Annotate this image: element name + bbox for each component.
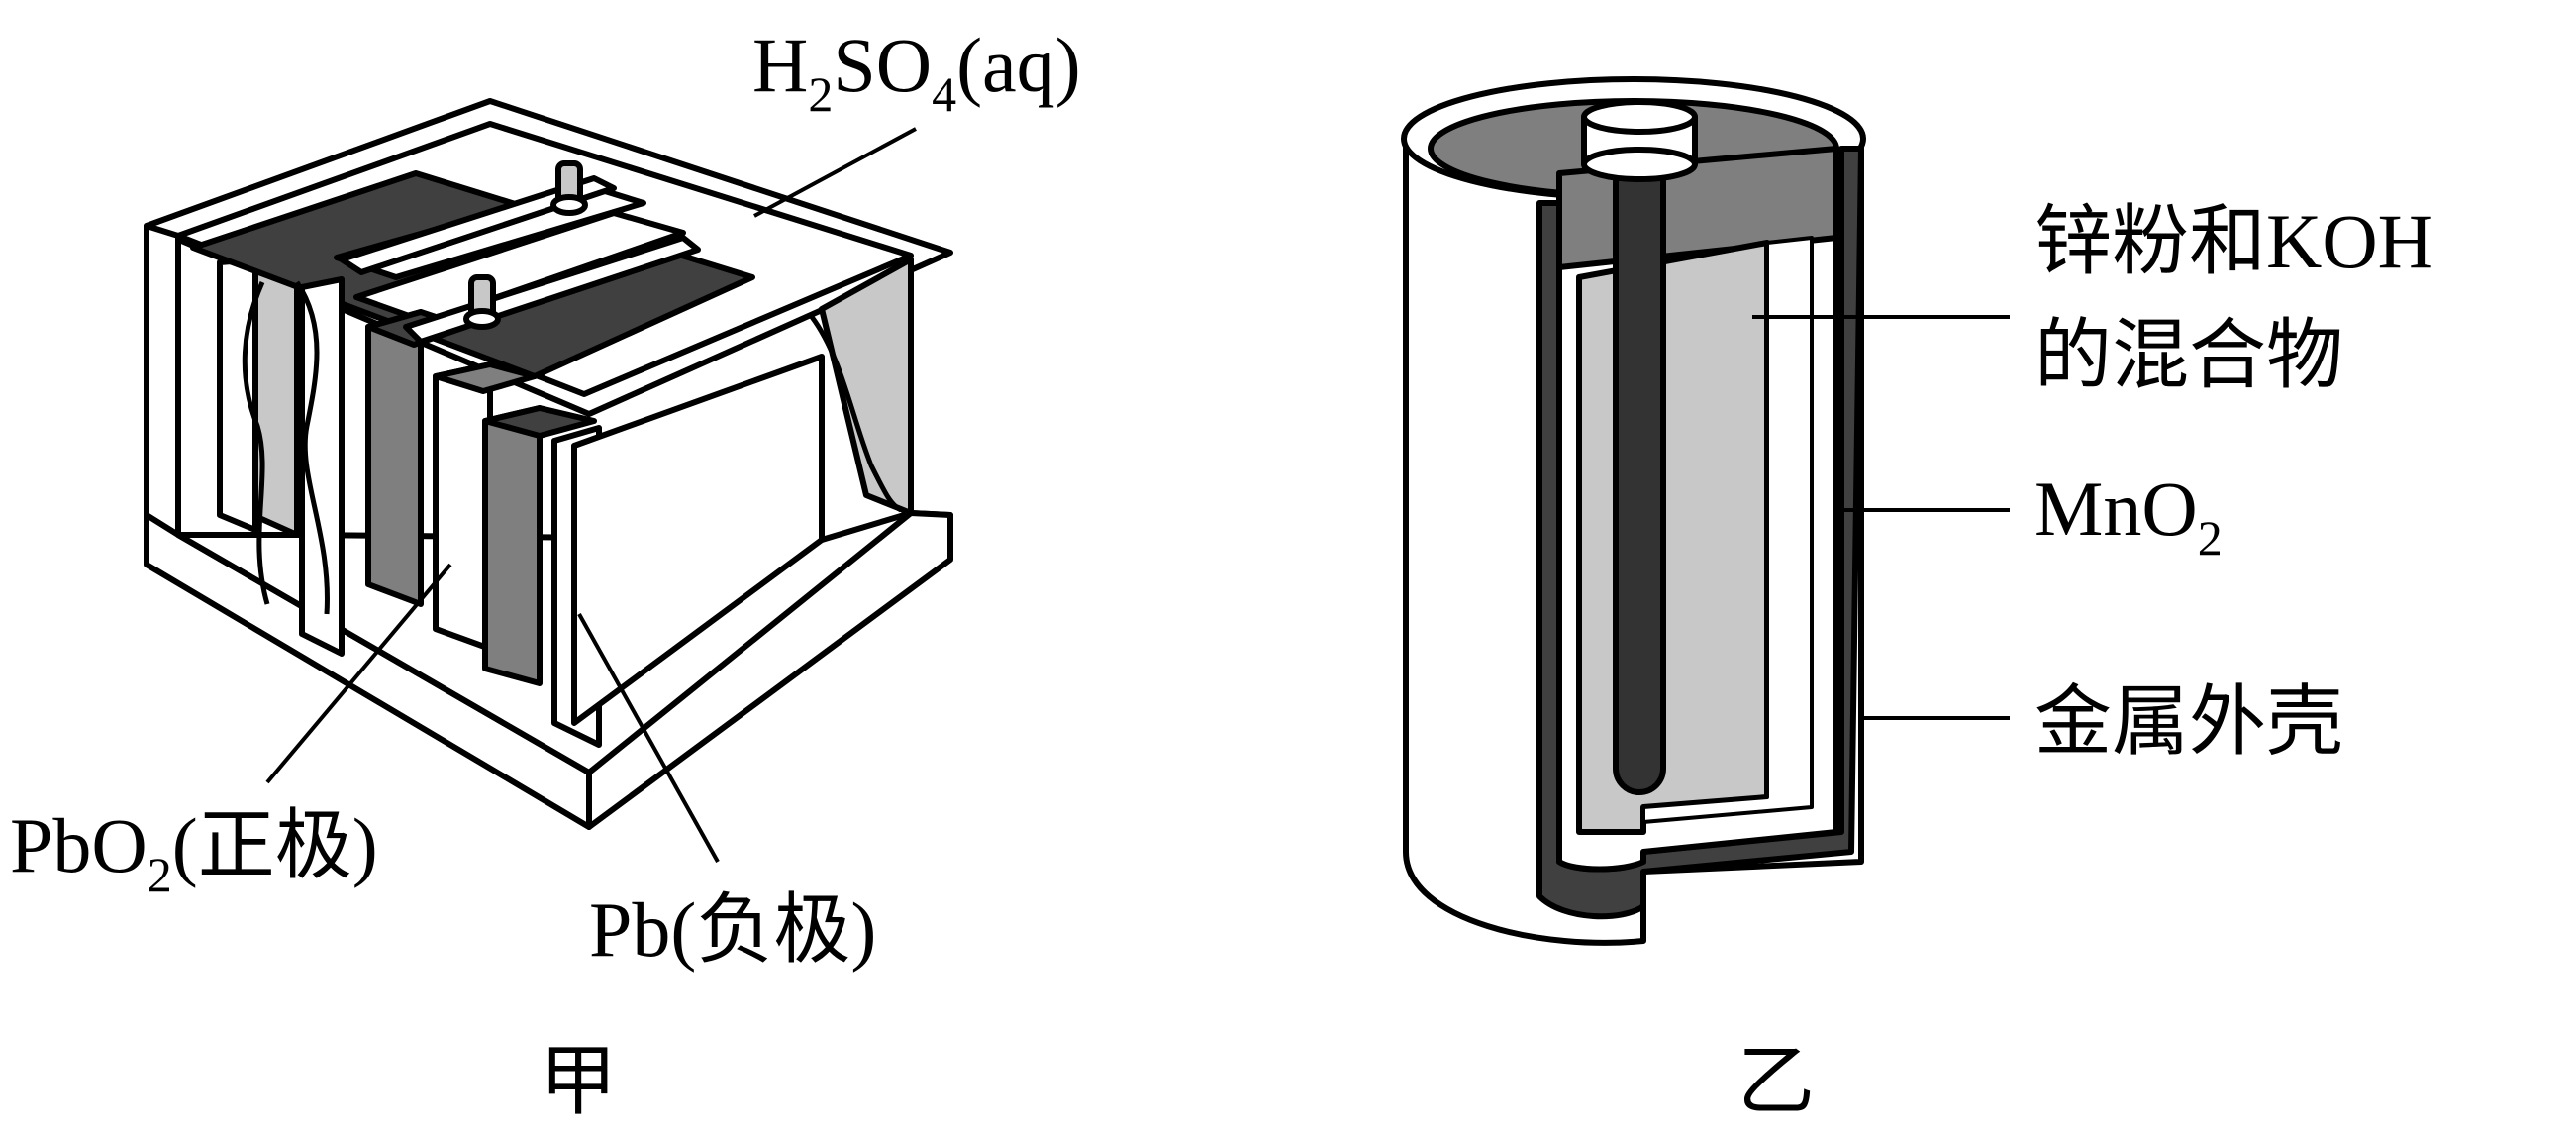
electrode-plate-1 [299, 276, 345, 657]
electrolyte-label: H2SO4(aq) [752, 22, 1081, 122]
negative-terminal [550, 160, 588, 216]
separator-layer [1641, 236, 1814, 824]
h2so4-leader-line [753, 127, 917, 218]
electrode-plate-2 [365, 309, 424, 607]
zinc-koh-mixture [1576, 240, 1770, 835]
shell-label: 金属外壳 [2034, 678, 2343, 765]
alkaline-labels: 锌粉和KOH 的混合物 MnO2 金属外壳 乙 [1737, 198, 2433, 1124]
plate-strap [339, 175, 617, 275]
electrode-plate-front [571, 354, 825, 726]
top-bar-highlight-2 [353, 210, 686, 325]
wire-left [242, 280, 270, 605]
battery-case-front-right [586, 510, 953, 830]
figure-b-caption: 乙 [1737, 1038, 1815, 1124]
electrode-plate-3 [433, 361, 493, 652]
electrode-plate-4 [482, 405, 543, 686]
battery-case-left-face [144, 223, 181, 538]
wire-left-2 [294, 280, 330, 615]
electrode-plate-3-top [433, 361, 538, 394]
wire-right [809, 315, 903, 513]
lead-acid-labels: H2SO4(aq) PbO2(正极) Pb(负极) 甲 [10, 22, 1081, 1124]
pbo2-leader-line [265, 563, 452, 784]
lead-acid-battery [144, 98, 953, 863]
figure-a-caption: 甲 [540, 1038, 617, 1124]
anode-label-line1: 锌粉和KOH [2034, 198, 2433, 284]
pb-leader-line [577, 613, 720, 863]
cathode-label: MnO2 [2034, 465, 2223, 566]
positive-cap [1581, 99, 1698, 182]
electrode-plate-4-top [482, 405, 597, 439]
anode-label-line2: 的混合物 [2034, 312, 2343, 398]
positive-electrode-label: PbO2(正极) [10, 802, 378, 902]
current-collector-rod [1613, 155, 1666, 795]
negative-electrode-label: Pb(负极) [589, 886, 876, 973]
alkaline-battery [1401, 76, 2010, 946]
positive-terminal [463, 274, 501, 330]
